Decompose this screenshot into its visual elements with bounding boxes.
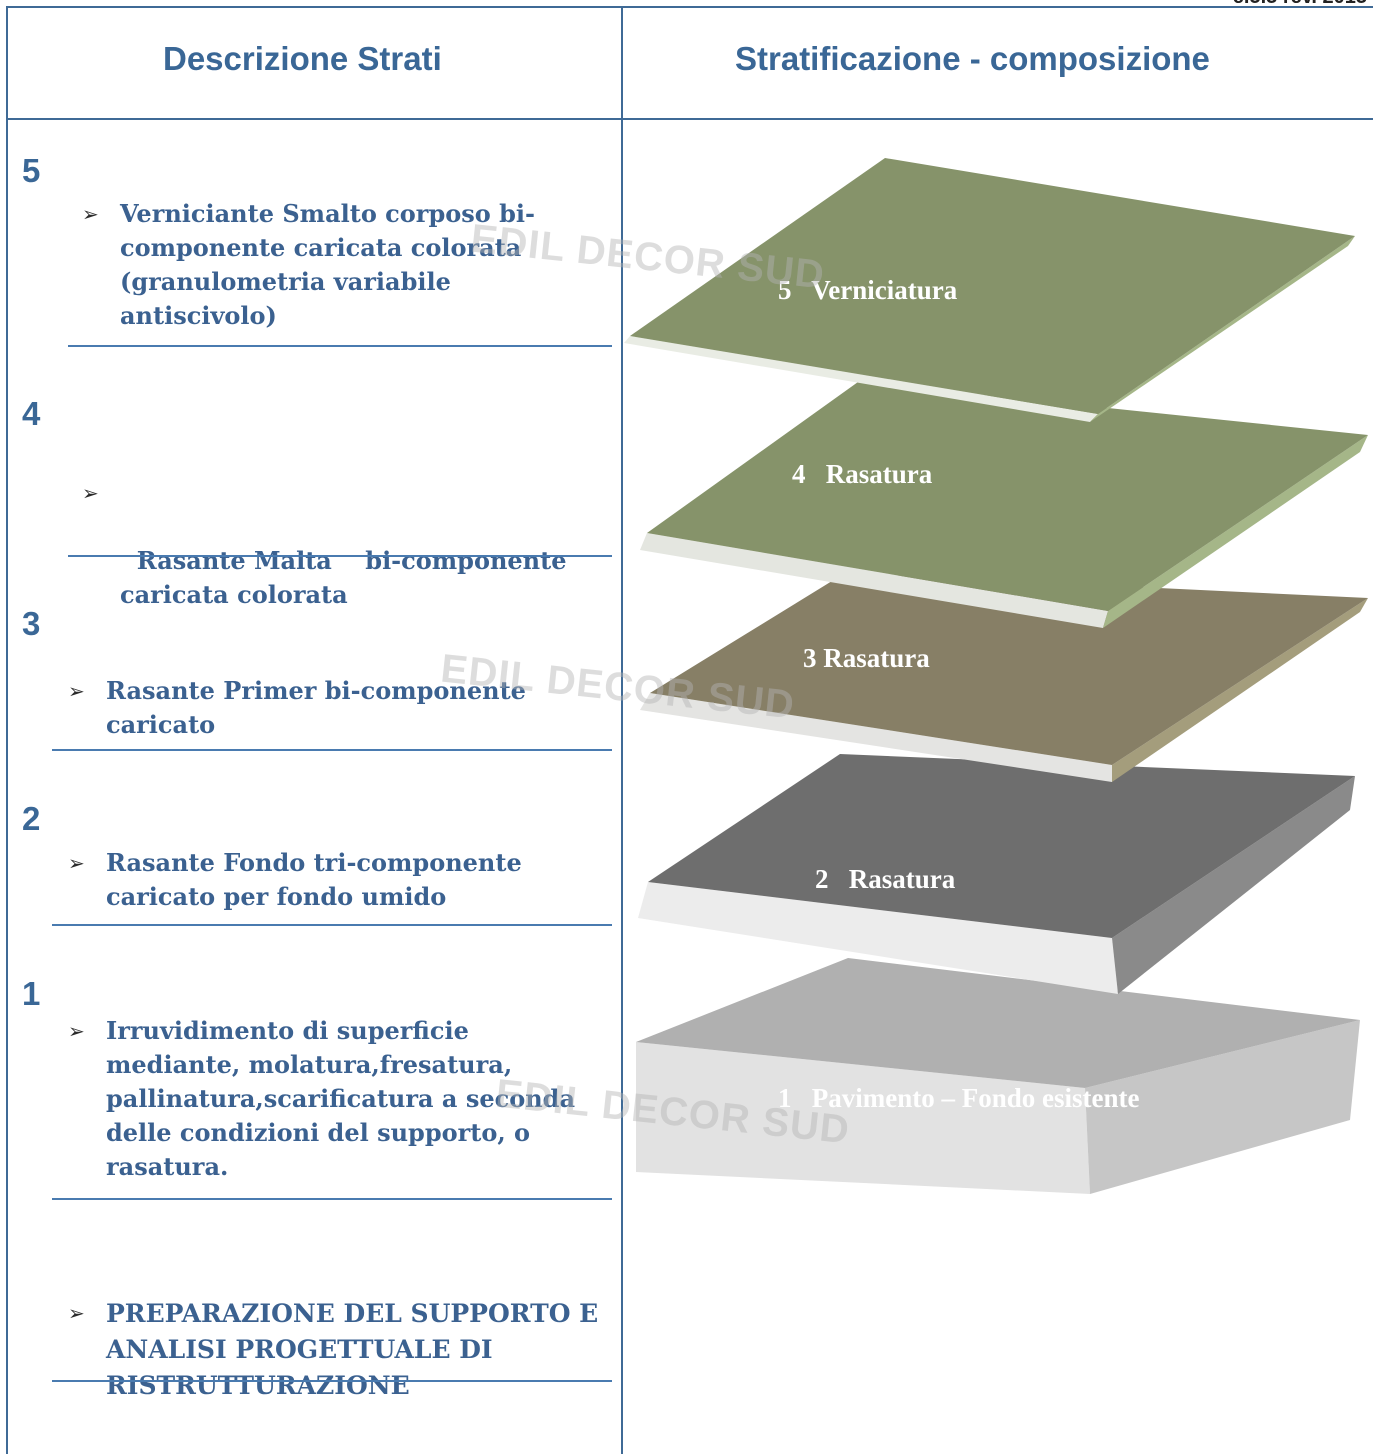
layer-description-3: ➢ Rasante Primer bi-componente caricato [68, 674, 566, 742]
layer-description-text: Rasante Primer bi-componente caricato [106, 676, 526, 739]
layer-description-text: Rasante Fondo tri-componente caricato pe… [106, 848, 522, 911]
layer-number-2: 2 [22, 800, 41, 837]
layer-description-text: Irruvidimento di superficie mediante, mo… [106, 1016, 575, 1181]
layer-number-1: 1 [22, 975, 41, 1012]
header-descrizione-strati: Descrizione Strati [163, 40, 442, 77]
arrow-bullet-icon: ➢ [82, 202, 99, 226]
layer-description-text: Rasante Malta bi-componente caricata col… [120, 546, 575, 609]
slab-5-side [1090, 236, 1355, 422]
preparation-note: ➢ PREPARAZIONE DEL SUPPORTO E ANALISI PR… [68, 1296, 606, 1404]
slab-5-front [624, 336, 1098, 422]
slab-4-front [640, 533, 1108, 628]
slab-2-side [1112, 776, 1355, 994]
slab-2-front [638, 882, 1118, 994]
separator-rule [68, 555, 612, 557]
slab-1-front [636, 1042, 1090, 1194]
layer-number-4: 4 [22, 395, 41, 432]
slab-3-top [650, 573, 1368, 765]
header-divider [6, 118, 1373, 120]
layer-description-2: ➢ Rasante Fondo tri-componente caricato … [68, 846, 566, 914]
layer-slab-1 [636, 958, 1360, 1194]
slab-4-top [647, 382, 1368, 611]
layer-label-5: 5 Verniciatura [778, 275, 958, 305]
layer-label-1: 1 Pavimento – Fondo esistente [778, 1083, 1139, 1113]
arrow-bullet-icon: ➢ [82, 481, 99, 505]
header-stratificazione: Stratificazione - composizione [735, 40, 1210, 77]
arrow-bullet-icon: ➢ [68, 679, 85, 703]
separator-rule [52, 749, 612, 751]
separator-rule [52, 924, 612, 926]
layer-description-text: Verniciante Smalto corposo bi-componente… [120, 199, 535, 330]
layer-slab-3 [640, 573, 1368, 782]
layer-description-4: ➢ Rasante Malta bi-componente caricata c… [82, 476, 590, 612]
slab-5-top [630, 158, 1355, 414]
slab-2-top [648, 754, 1355, 938]
separator-rule [68, 345, 612, 347]
layer-label-3: 3 Rasatura [803, 643, 930, 673]
slab-4-side [1103, 435, 1368, 628]
preparation-text: PREPARAZIONE DEL SUPPORTO E ANALISI PROG… [106, 1299, 599, 1400]
arrow-bullet-icon: ➢ [68, 851, 85, 875]
table-frame [6, 6, 1373, 1454]
slab-1-side [1085, 1020, 1360, 1194]
layer-description-1: ➢ Irruvidimento di superficie mediante, … [68, 1014, 606, 1184]
arrow-bullet-icon: ➢ [68, 1019, 85, 1043]
column-divider [621, 6, 623, 1454]
slab-3-side [1112, 598, 1368, 782]
slab-1-top [636, 958, 1360, 1088]
layer-label-2: 2 Rasatura [815, 864, 956, 894]
separator-rule [52, 1198, 612, 1200]
layer-description-5: ➢ Verniciante Smalto corposo bi-componen… [82, 197, 590, 333]
layer-slab-4 [640, 382, 1368, 628]
slab-3-front [640, 693, 1112, 782]
separator-rule [52, 1380, 612, 1382]
layer-number-5: 5 [22, 152, 41, 189]
layer-label-4: 4 Rasatura [792, 459, 933, 489]
arrow-bullet-icon: ➢ [68, 1301, 85, 1325]
document-code: e.5.3 rev. 2013 [1233, 0, 1367, 9]
layer-number-3: 3 [22, 605, 41, 642]
layer-slab-5 [624, 158, 1355, 422]
layer-slab-2 [638, 754, 1355, 994]
